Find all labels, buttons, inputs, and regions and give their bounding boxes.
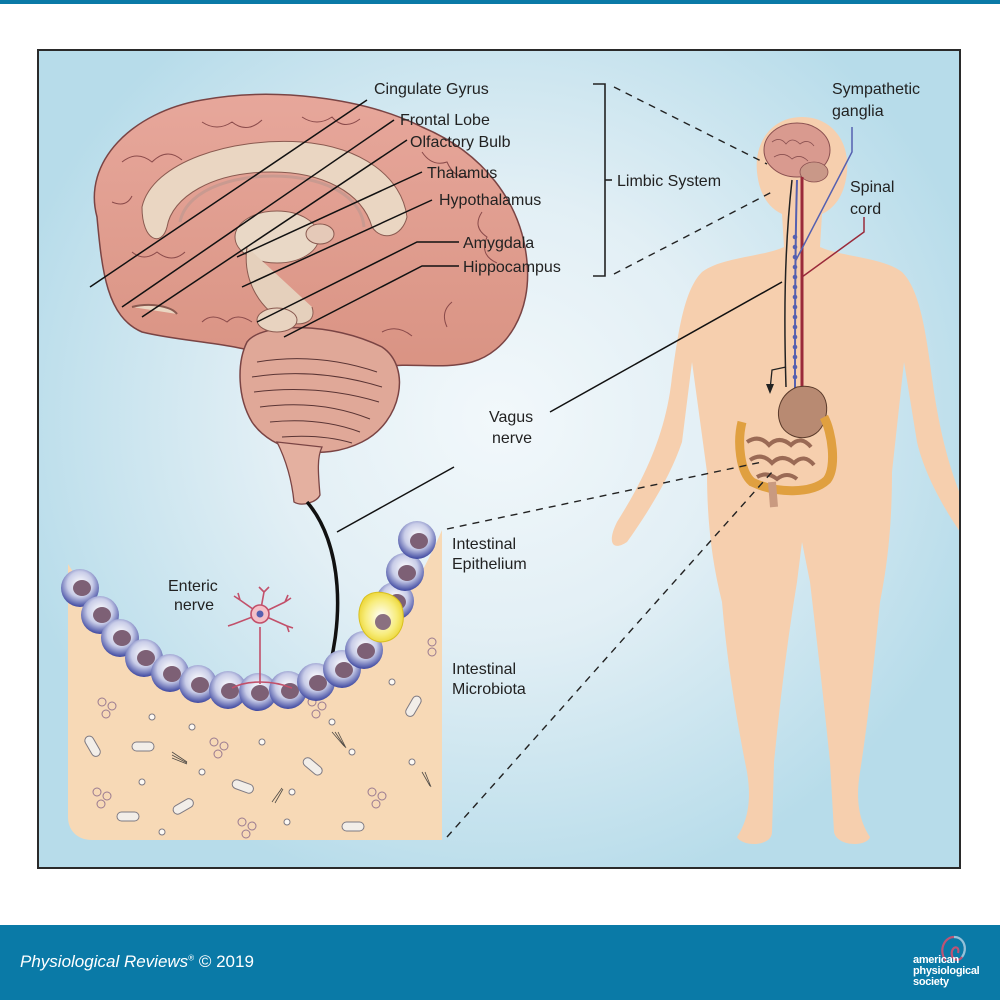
- label-vagus-nerve-2: nerve: [492, 430, 532, 447]
- journal-name: Physiological Reviews: [20, 952, 189, 971]
- limbic-dash-upper: [613, 86, 768, 165]
- spinal-cord-pointer: [801, 217, 865, 278]
- limbic-dash-lower: [613, 191, 773, 275]
- vagus-pointer-lower: [336, 466, 455, 533]
- registered-mark: ®: [188, 953, 195, 963]
- label-frontal-lobe: Frontal Lobe: [400, 112, 490, 129]
- spinal-cord: [766, 177, 804, 398]
- label-thalamus: Thalamus: [427, 165, 497, 182]
- brain-leader-lines: [89, 99, 459, 338]
- inset-dash-upper: [446, 461, 763, 530]
- label-sympathetic-ganglia-2: ganglia: [832, 103, 884, 120]
- label-intestinal-microbiota-2: Microbiota: [452, 681, 526, 698]
- goblet-nucleus: [375, 614, 391, 630]
- label-cingulate-gyrus: Cingulate Gyrus: [374, 81, 489, 98]
- label-spinal-cord-1: Spinal: [850, 179, 894, 196]
- label-enteric-nerve-2: nerve: [174, 597, 214, 614]
- inset-dash-lower: [446, 471, 773, 838]
- label-hypothalamus: Hypothalamus: [439, 192, 541, 209]
- gut: [735, 385, 837, 508]
- human-body: [611, 117, 959, 844]
- label-spinal-cord-2: cord: [850, 201, 881, 218]
- top-accent-bar: [0, 0, 1000, 4]
- labels: Cingulate Gyrus Frontal Lobe Olfactory B…: [168, 81, 920, 698]
- label-olfactory-bulb: Olfactory Bulb: [410, 134, 511, 151]
- label-amygdala: Amygdala: [463, 235, 534, 252]
- sympathetic-ganglia-pointer: [794, 127, 853, 263]
- label-enteric-nerve-1: Enteric: [168, 578, 218, 595]
- aps-logo-icon: [941, 935, 966, 962]
- label-intestinal-microbiota-1: Intestinal: [452, 661, 516, 678]
- neuron-nucleus: [256, 610, 264, 618]
- footer-bar: Physiological Reviews® © 2019 american p…: [0, 925, 1000, 1000]
- brain-illustration: [93, 93, 529, 505]
- journal-credit: Physiological Reviews® © 2019: [20, 952, 254, 972]
- copyright-text: © 2019: [198, 952, 254, 971]
- epithelial-cells: [61, 521, 436, 711]
- head-brain: [763, 122, 831, 183]
- vagus-pointer-upper: [549, 281, 783, 413]
- intestine-inset: [61, 521, 442, 840]
- label-limbic-system: Limbic System: [617, 173, 721, 190]
- label-intestinal-epithelium-2: Epithelium: [452, 556, 527, 573]
- label-sympathetic-ganglia-1: Sympathetic: [832, 81, 920, 98]
- label-hippocampus: Hippocampus: [463, 259, 561, 276]
- figure-illustration: Cingulate Gyrus Frontal Lobe Olfactory B…: [61, 81, 959, 844]
- label-intestinal-epithelium-1: Intestinal: [452, 536, 516, 553]
- publisher-name: american physiological society: [913, 954, 980, 988]
- publisher-line-2: physiological: [913, 965, 980, 977]
- publisher-line-3: society: [913, 976, 949, 988]
- publisher-line-1: american: [913, 954, 959, 966]
- limbic-bracket: [593, 83, 612, 277]
- figure-frame: Cingulate Gyrus Frontal Lobe Olfactory B…: [37, 49, 961, 869]
- label-vagus-nerve-1: Vagus: [489, 409, 533, 426]
